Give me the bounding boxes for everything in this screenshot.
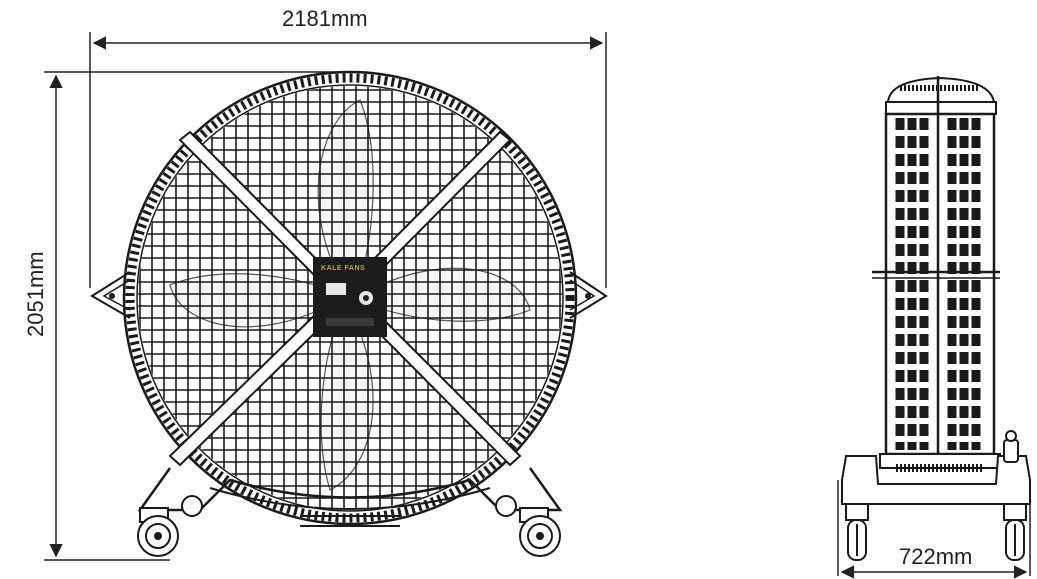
control-box-brand-label: KALE FANS xyxy=(321,265,366,272)
left-bracket xyxy=(90,271,131,319)
width-dimension-label: 2181mm xyxy=(282,6,368,31)
support-struts xyxy=(168,130,522,467)
side-left-caster xyxy=(845,503,869,561)
depth-dimension-label: 722mm xyxy=(899,544,973,569)
outer-drum-ring xyxy=(122,70,578,526)
front-left-caster xyxy=(137,495,203,557)
fan-front-view xyxy=(90,70,608,557)
width-dimension-line xyxy=(89,32,607,288)
side-grill-slots xyxy=(895,118,981,450)
side-base-frame xyxy=(841,455,1031,505)
height-dimension-label: 2051mm xyxy=(23,251,48,337)
fan-side-view xyxy=(841,76,1031,561)
side-right-caster xyxy=(1003,503,1027,561)
height-dimension-line xyxy=(44,71,340,561)
base-frame xyxy=(137,467,563,512)
side-handle xyxy=(1003,439,1019,463)
control-display xyxy=(326,283,346,295)
front-right-caster xyxy=(495,495,561,557)
right-bracket xyxy=(569,271,608,319)
